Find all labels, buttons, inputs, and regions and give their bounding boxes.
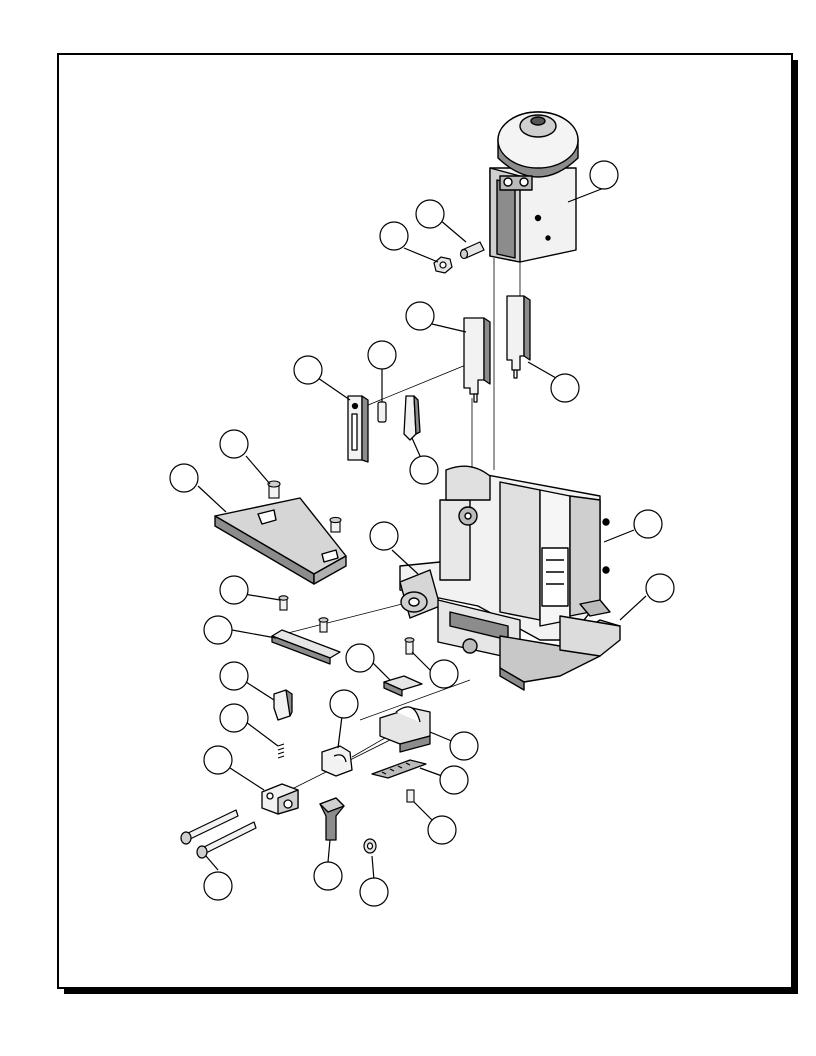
callout-21 [429,731,479,761]
shoulder-screw [459,241,485,260]
cover-screw [267,480,342,533]
callout-27 [359,855,389,907]
button-screw [363,838,377,854]
anvil-block [379,706,431,753]
callout-6 [293,355,351,401]
callout-26 [313,839,343,891]
callout-15 [203,615,277,645]
callout-5 [527,361,580,403]
adjustment-knob-housing [489,111,579,263]
nut [433,256,453,274]
comb-plate [371,759,427,779]
page-frame [57,53,798,994]
clamp-block [261,783,299,815]
callout-3 [379,221,439,263]
long-cap-screw [180,809,257,859]
spacer-block [273,689,293,721]
callout-13 [619,573,675,621]
callout-1 [567,160,619,203]
callout-12 [603,509,663,543]
callout-8 [409,437,439,485]
callout-24 [413,801,457,845]
guide-block [347,395,369,463]
callouts [169,160,675,907]
alignment-lines [279,258,521,791]
dowel-pin [377,401,387,423]
split-collar [321,745,353,777]
callout-2 [415,199,467,243]
callout-22 [203,745,265,791]
spring [277,743,285,759]
callout-16 [345,643,391,681]
callout-11 [369,521,419,575]
callout-7 [367,340,397,402]
spring-clip [403,395,421,441]
wire-stop [383,675,423,697]
callout-23 [419,765,469,795]
callout-20 [329,689,359,749]
callout-4 [405,301,467,333]
guide-rail [271,629,341,665]
callout-25 [203,855,233,901]
callout-14 [219,575,281,605]
frame-border [57,53,793,989]
rail-screw [278,595,415,655]
stripper-plate [463,317,491,403]
callout-9 [219,429,271,485]
callout-10 [169,463,227,513]
cover-plate [214,497,347,585]
callout-19 [219,703,279,747]
punch-plate [506,295,531,379]
callout-17 [411,651,459,689]
crimp-tool [319,797,345,841]
applicator-frame [399,465,621,691]
set-screw [406,789,415,803]
callout-18 [219,661,275,701]
